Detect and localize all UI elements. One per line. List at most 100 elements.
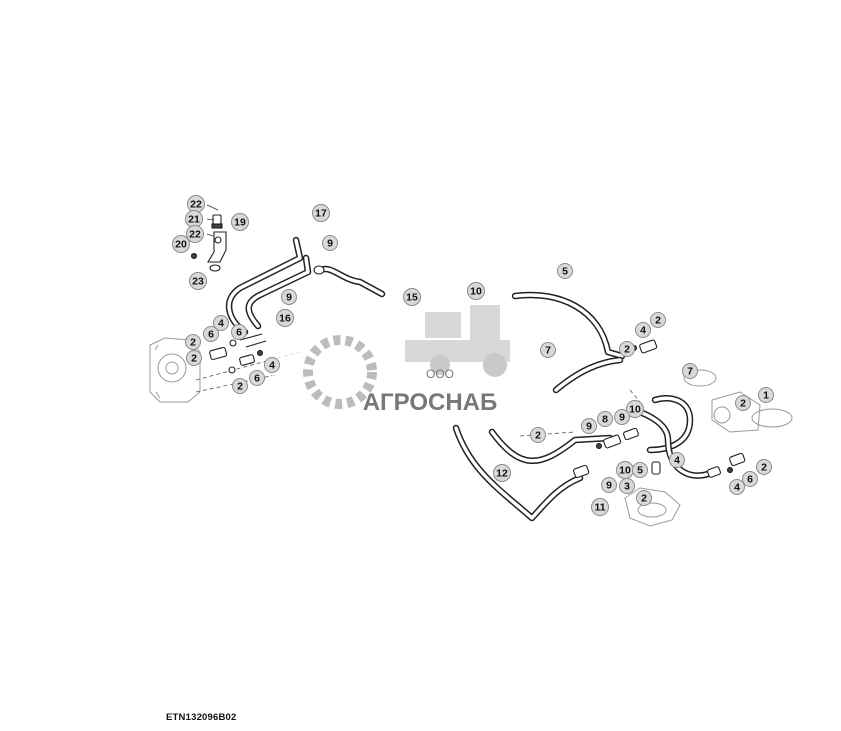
callout-label: 7 <box>687 366 693 378</box>
callout-12: 12 <box>493 464 511 482</box>
callout-label: 19 <box>234 217 246 229</box>
callout-label: 22 <box>189 229 201 241</box>
callout-label: 22 <box>190 199 202 211</box>
callout-2: 2 <box>756 459 772 475</box>
callout-3: 3 <box>619 478 635 494</box>
callout-2: 2 <box>619 341 635 357</box>
callout-label: 4 <box>640 325 646 337</box>
callout-6: 6 <box>231 324 247 340</box>
callout-label: 20 <box>175 239 187 251</box>
callout-label: 9 <box>327 238 333 250</box>
callout-19: 19 <box>231 213 249 231</box>
callout-8: 8 <box>597 411 613 427</box>
callout-10: 10 <box>467 282 485 300</box>
gear-logo-icon <box>303 335 377 409</box>
callout-2: 2 <box>185 334 201 350</box>
callout-label: 5 <box>562 266 568 278</box>
callout-label: 9 <box>286 292 292 304</box>
callout-label: 16 <box>279 313 291 325</box>
callout-16: 16 <box>276 309 294 327</box>
callout-7: 7 <box>540 342 556 358</box>
callout-label: 5 <box>637 465 643 477</box>
callout-4: 4 <box>669 452 685 468</box>
callout-label: 9 <box>586 421 592 433</box>
callout-11: 11 <box>591 498 609 516</box>
callout-10: 10 <box>616 461 634 479</box>
callout-label: 6 <box>254 373 260 385</box>
harvester-icon <box>405 305 510 377</box>
callout-label: 10 <box>619 465 631 477</box>
callout-label: 2 <box>535 430 541 442</box>
callout-4: 4 <box>264 357 280 373</box>
callout-label: 1 <box>763 390 769 402</box>
watermark-name: АГРОСНАБ <box>363 389 498 416</box>
callout-label: 15 <box>406 292 418 304</box>
callout-label: 23 <box>192 276 204 288</box>
callout-6: 6 <box>742 471 758 487</box>
callout-label: 4 <box>218 318 224 330</box>
agrosnab-watermark: ООО АГРОСНАБ <box>272 300 542 418</box>
callout-label: 2 <box>740 398 746 410</box>
callout-2: 2 <box>636 490 652 506</box>
callout-label: 8 <box>602 414 608 426</box>
callout-5: 5 <box>632 462 648 478</box>
right-hoses <box>636 394 712 479</box>
callout-4: 4 <box>729 479 745 495</box>
left-fittings <box>209 333 267 374</box>
figure-code: ETN132096B02 <box>166 712 237 723</box>
callout-9: 9 <box>581 418 597 434</box>
callout-10: 10 <box>626 400 644 418</box>
callout-label: 2 <box>761 462 767 474</box>
callout-label: 3 <box>624 481 630 493</box>
callout-7: 7 <box>682 363 698 379</box>
callout-2: 2 <box>650 312 666 328</box>
callout-4: 4 <box>213 315 229 331</box>
callout-label: 12 <box>496 468 508 480</box>
callout-9: 9 <box>322 235 338 251</box>
callout-label: 4 <box>734 482 740 494</box>
right-fittings <box>573 339 746 479</box>
callout-2: 2 <box>735 395 751 411</box>
callout-5: 5 <box>557 263 573 279</box>
callout-label: 2 <box>191 353 197 365</box>
callout-22: 22 <box>187 195 205 213</box>
callout-label: 7 <box>545 345 551 357</box>
callout-label: 17 <box>315 208 327 220</box>
callout-label: 9 <box>619 412 625 424</box>
callout-2: 2 <box>186 350 202 366</box>
callout-label: 2 <box>237 381 243 393</box>
callout-label: 10 <box>629 404 641 416</box>
callout-4: 4 <box>635 322 651 338</box>
callout-6: 6 <box>249 370 265 386</box>
clamp-bracket <box>191 204 227 272</box>
callout-label: 11 <box>594 502 605 514</box>
callout-label: 2 <box>190 337 196 349</box>
callout-label: 6 <box>208 329 214 341</box>
callout-9: 9 <box>601 477 617 493</box>
callout-6: 6 <box>203 326 219 342</box>
callout-label: 6 <box>747 474 753 486</box>
callout-23: 23 <box>189 272 207 290</box>
watermark-prefix: ООО <box>426 367 454 381</box>
callout-label: 9 <box>606 480 612 492</box>
callout-2: 2 <box>530 427 546 443</box>
callout-9: 9 <box>614 409 630 425</box>
callout-2: 2 <box>232 378 248 394</box>
callout-label: 2 <box>624 344 630 356</box>
callout-9: 9 <box>281 289 297 305</box>
callout-label: 21 <box>188 214 200 226</box>
callout-label: 2 <box>655 315 661 327</box>
callout-label: 6 <box>236 327 242 339</box>
callout-22: 22 <box>186 225 204 243</box>
callout-20: 20 <box>172 235 190 253</box>
callout-label: 4 <box>674 455 680 467</box>
callout-1: 1 <box>758 387 774 403</box>
right-motor-bodies <box>519 369 793 527</box>
callout-label: 4 <box>269 360 275 372</box>
central-hoses <box>452 291 626 522</box>
callout-17: 17 <box>312 204 330 222</box>
callout-21: 21 <box>185 210 203 228</box>
callout-label: 2 <box>641 493 647 505</box>
